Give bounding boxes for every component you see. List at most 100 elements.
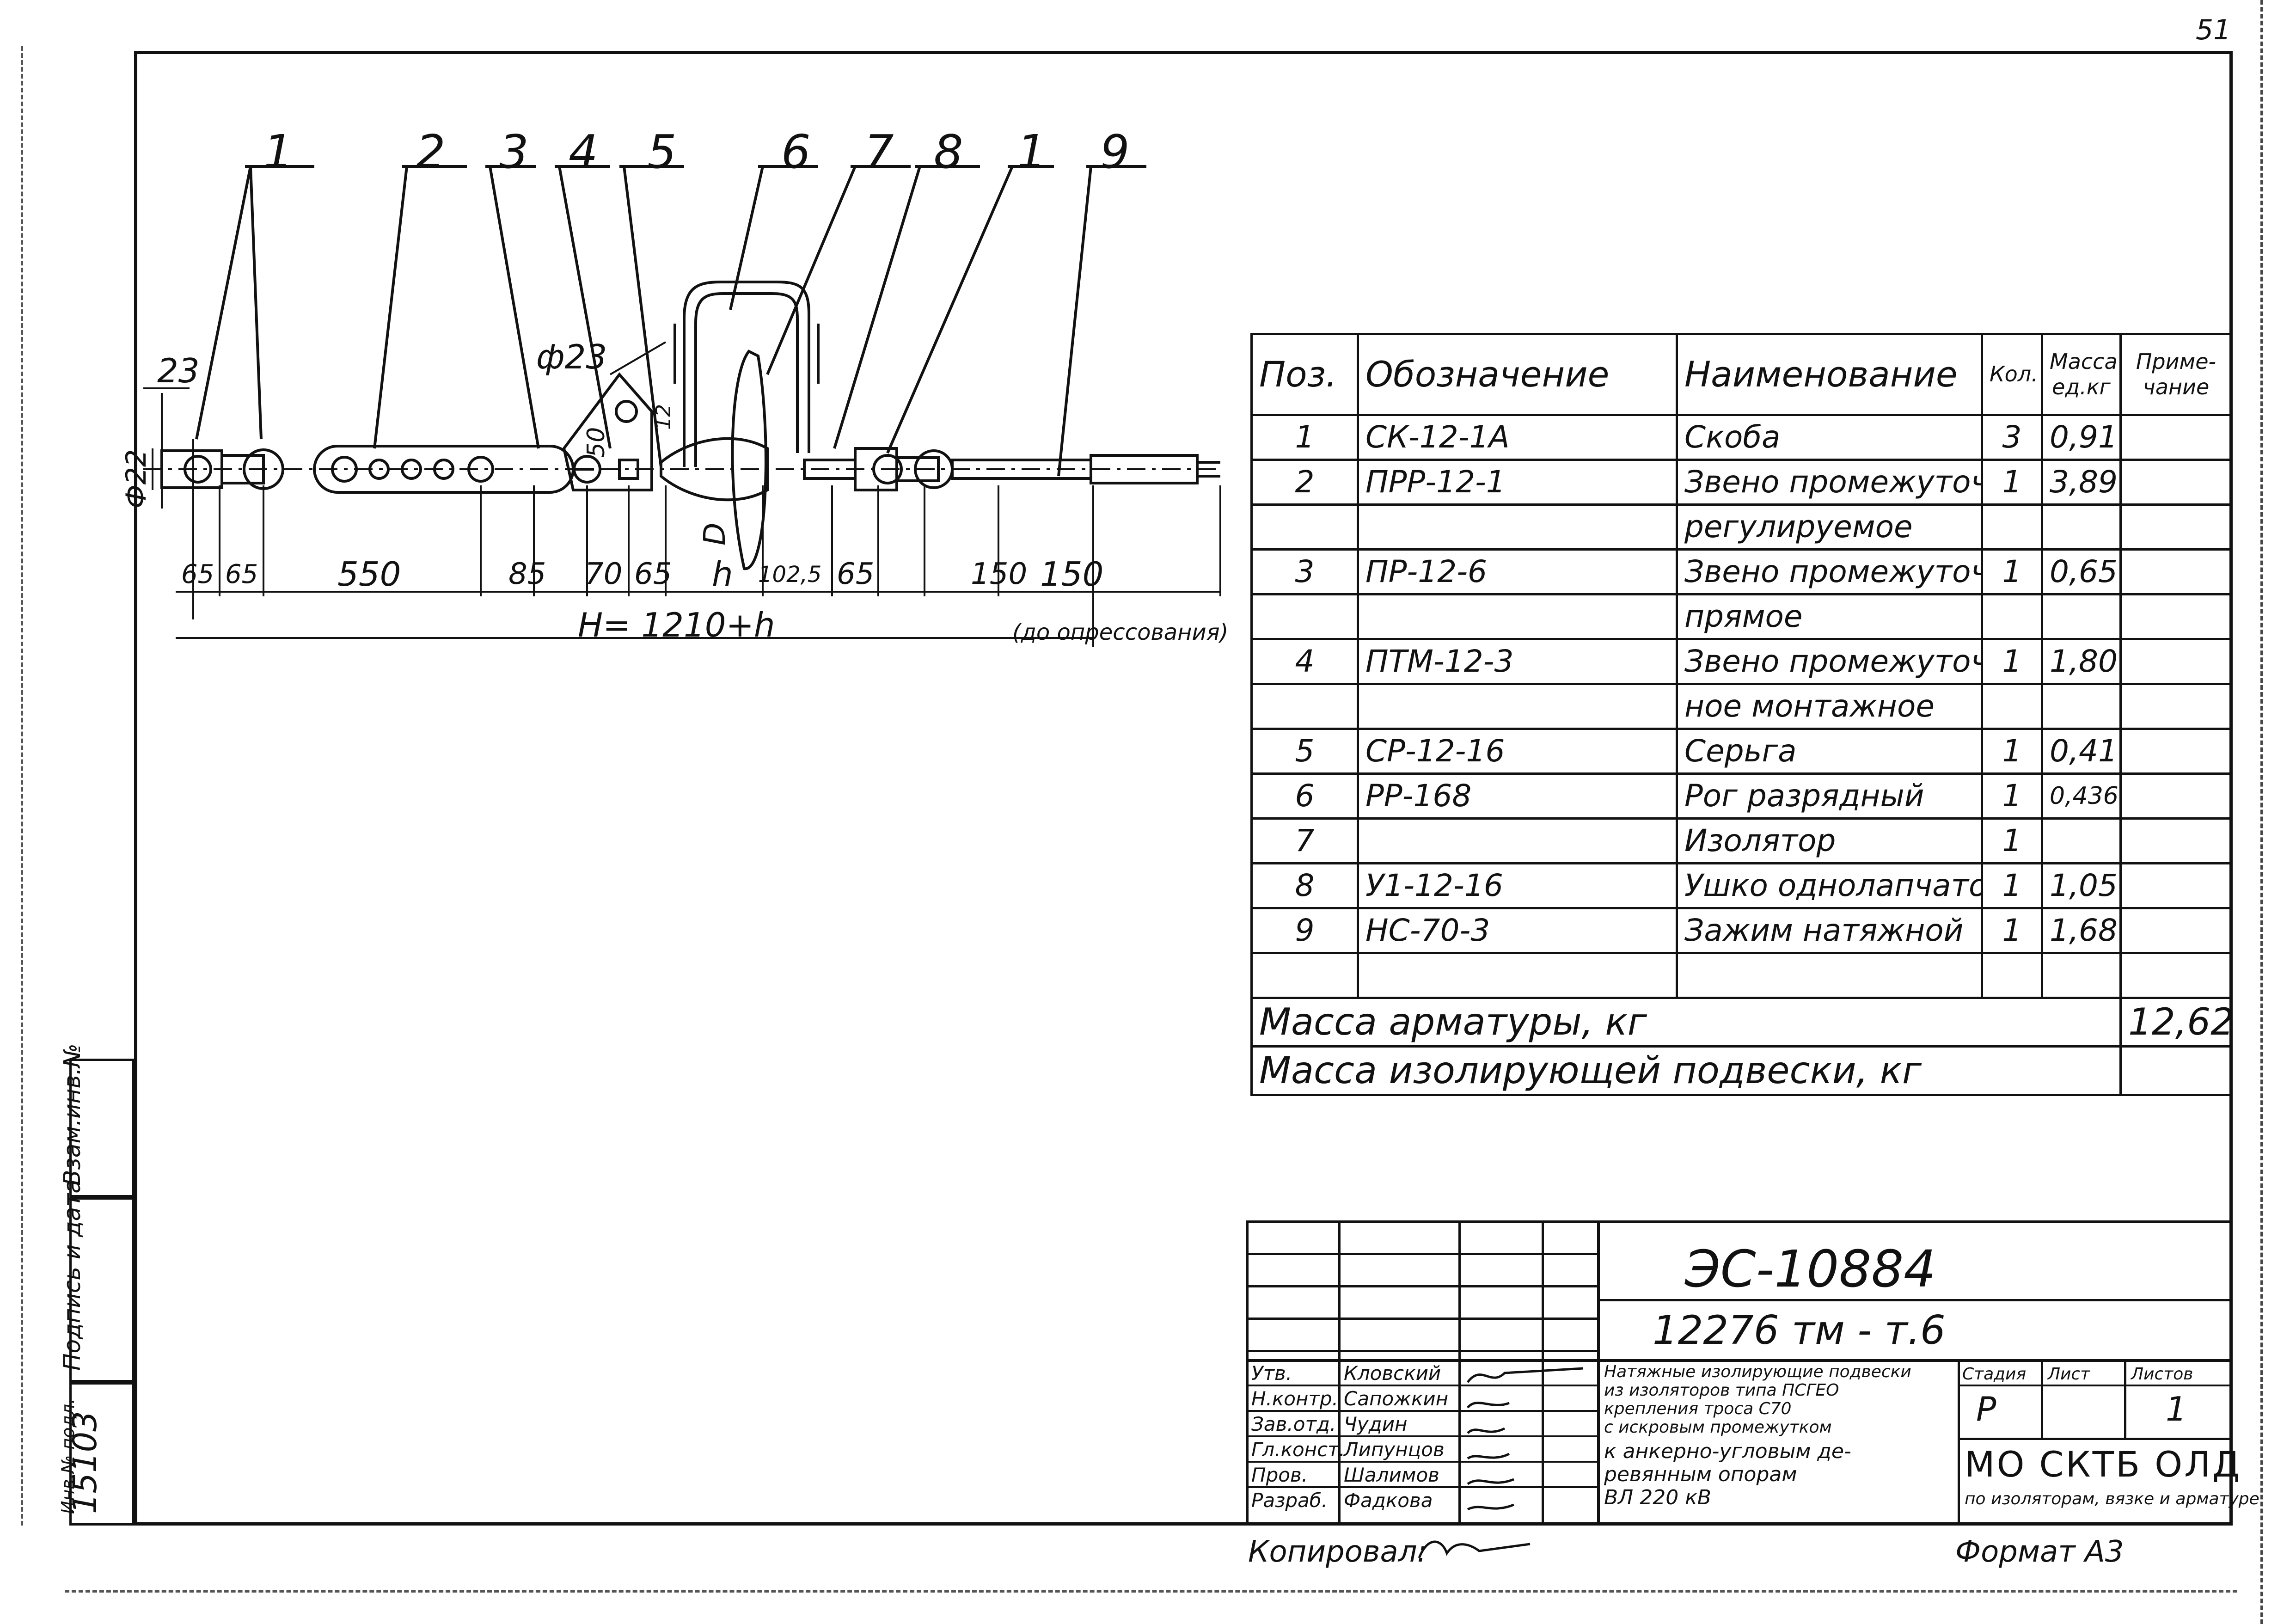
stage-label: Стадия xyxy=(1962,1365,2027,1384)
name-developed: Фадкова xyxy=(1344,1489,1433,1512)
inv-orig-value: 15103 xyxy=(66,1411,104,1514)
swap-inv-label: Взам.инв.№ xyxy=(59,1043,86,1186)
cell-qty xyxy=(1981,683,2043,730)
cell-mass: 1,68 xyxy=(2041,907,2122,954)
cut-line-bottom xyxy=(65,1590,2237,1593)
dim-phi22: Ф22 xyxy=(120,449,153,509)
cell-pos: 4 xyxy=(1250,638,1359,685)
cell-qty: 1 xyxy=(1981,772,2043,820)
cell-designation: У1-12-16 xyxy=(1357,862,1678,909)
sheets-label: Листов xyxy=(2131,1365,2193,1384)
table-row xyxy=(1250,952,2233,999)
table-row: ное монтажное xyxy=(1250,683,2233,730)
page-number: 51 xyxy=(2196,14,2231,46)
dim-12: 12 xyxy=(652,404,675,430)
cell-note xyxy=(2119,817,2233,864)
cell-pos: 1 xyxy=(1250,414,1359,461)
organization-subtitle: по изоляторам, вязке и арматуре xyxy=(1965,1489,2259,1508)
description-line-5: к анкерно-угловым де- xyxy=(1604,1440,1851,1463)
description-line-4: с искровым промежутком xyxy=(1604,1418,1832,1437)
sheet-label: Лист xyxy=(2048,1365,2090,1384)
doc-code: ЭС-10884 xyxy=(1685,1239,1936,1299)
sign-date-cell: Подпись и дата xyxy=(59,1179,134,1382)
cell-name xyxy=(1676,952,1983,999)
mass-suspension-row: Масса изолирующей подвески, кг xyxy=(1250,1045,2233,1096)
name-chief-designer: Липунцов xyxy=(1344,1438,1445,1461)
mass-fittings-value: 12,62 xyxy=(2119,997,2233,1048)
cell-designation: ПР-12-6 xyxy=(1357,548,1678,595)
organization-name: МО СКТБ ОЛД xyxy=(1965,1444,2242,1485)
header-designation: Обозначение xyxy=(1357,333,1678,416)
sign-date-label: Подпись и дата xyxy=(59,1179,86,1371)
position-label-4: 4 xyxy=(569,125,598,179)
cell-mass xyxy=(2041,503,2122,551)
cell-pos xyxy=(1250,683,1359,730)
cell-name: ное монтажное xyxy=(1676,683,1983,730)
copier-signature xyxy=(1418,1540,1531,1558)
dim-23: 23 xyxy=(157,351,200,390)
position-label-6: 6 xyxy=(781,125,811,179)
cell-qty xyxy=(1981,593,2043,640)
cell-designation xyxy=(1357,503,1678,551)
cell-pos xyxy=(1250,593,1359,640)
assembly-drawing xyxy=(143,165,1221,647)
mass-fittings-row: Масса арматуры, кг 12,62 xyxy=(1250,997,2233,1048)
sheet-code: 12276 тм - т.6 xyxy=(1653,1307,1946,1354)
cell-pos: 5 xyxy=(1250,728,1359,775)
role-norm-control: Н.контр. xyxy=(1251,1387,1338,1410)
position-label-2: 2 xyxy=(416,125,446,179)
cell-name: Рог разрядный xyxy=(1676,772,1983,820)
cell-note xyxy=(2119,952,2233,999)
cell-note xyxy=(2119,459,2233,506)
cell-qty: 1 xyxy=(1981,817,2043,864)
description-line-1: Натяжные изолирующие подвески xyxy=(1604,1362,1911,1381)
role-chief-designer: Гл.конст. xyxy=(1251,1438,1346,1461)
cell-mass xyxy=(2041,952,2122,999)
position-label-1a: 1 xyxy=(263,125,293,179)
cell-designation: СК-12-1А xyxy=(1357,414,1678,461)
cell-qty: 1 xyxy=(1981,728,2043,775)
dim-phi23: ф23 xyxy=(536,337,607,376)
cell-name: Зажим натяжной xyxy=(1676,907,1983,954)
dim-65a: 65 xyxy=(181,559,214,589)
dim-150b: 150 xyxy=(1040,555,1104,594)
cell-pos xyxy=(1250,503,1359,551)
table-row: 3 ПР-12-6 Звено промежуточное 1 0,65 xyxy=(1250,548,2233,595)
position-label-8: 8 xyxy=(934,125,963,179)
dim-65b: 65 xyxy=(225,559,258,589)
name-head-dept: Чудин xyxy=(1344,1413,1408,1435)
mass-suspension-label: Масса изолирующей подвески, кг xyxy=(1250,1045,2122,1096)
cell-note xyxy=(2119,772,2233,820)
header-pos: Поз. xyxy=(1250,333,1359,416)
cell-mass: 1,80 xyxy=(2041,638,2122,685)
pressing-note: (до опрессования) xyxy=(1012,619,1229,645)
title-block: ЭС-10884 12276 тм - т.6 Утв. Н.контр. За… xyxy=(1246,1220,2259,1526)
cell-qty: 1 xyxy=(1981,862,2043,909)
cell-qty: 1 xyxy=(1981,459,2043,506)
format-label: Формат А3 xyxy=(1955,1535,2124,1569)
cell-qty: 1 xyxy=(1981,548,2043,595)
description-line-2: из изоляторов типа ПСГЕО xyxy=(1604,1381,1839,1400)
name-checked: Шалимов xyxy=(1344,1464,1439,1486)
cell-qty xyxy=(1981,503,2043,551)
cell-name: прямое xyxy=(1676,593,1983,640)
dim-h: h xyxy=(712,555,733,594)
cell-designation xyxy=(1357,683,1678,730)
cell-note xyxy=(2119,638,2233,685)
binding-strip: Взам.инв.№ Подпись и дата Инв.№ подл. 15… xyxy=(58,1043,134,1526)
role-checked: Пров. xyxy=(1251,1464,1308,1486)
dim-150a: 150 xyxy=(971,557,1028,591)
cell-designation xyxy=(1357,952,1678,999)
role-head-dept: Зав.отд. xyxy=(1251,1413,1336,1435)
position-label-5: 5 xyxy=(647,125,677,179)
cell-mass: 3,89 xyxy=(2041,459,2122,506)
table-row: 7 Изолятор 1 xyxy=(1250,817,2233,864)
cell-note xyxy=(2119,907,2233,954)
cell-name: Изолятор xyxy=(1676,817,1983,864)
cell-mass: 0,41 xyxy=(2041,728,2122,775)
cell-name: Звено промежуточное xyxy=(1676,459,1983,506)
cell-pos: 6 xyxy=(1250,772,1359,820)
cut-line-left xyxy=(21,46,23,1526)
header-qty: Кол. xyxy=(1981,333,2043,416)
cell-pos: 9 xyxy=(1250,907,1359,954)
